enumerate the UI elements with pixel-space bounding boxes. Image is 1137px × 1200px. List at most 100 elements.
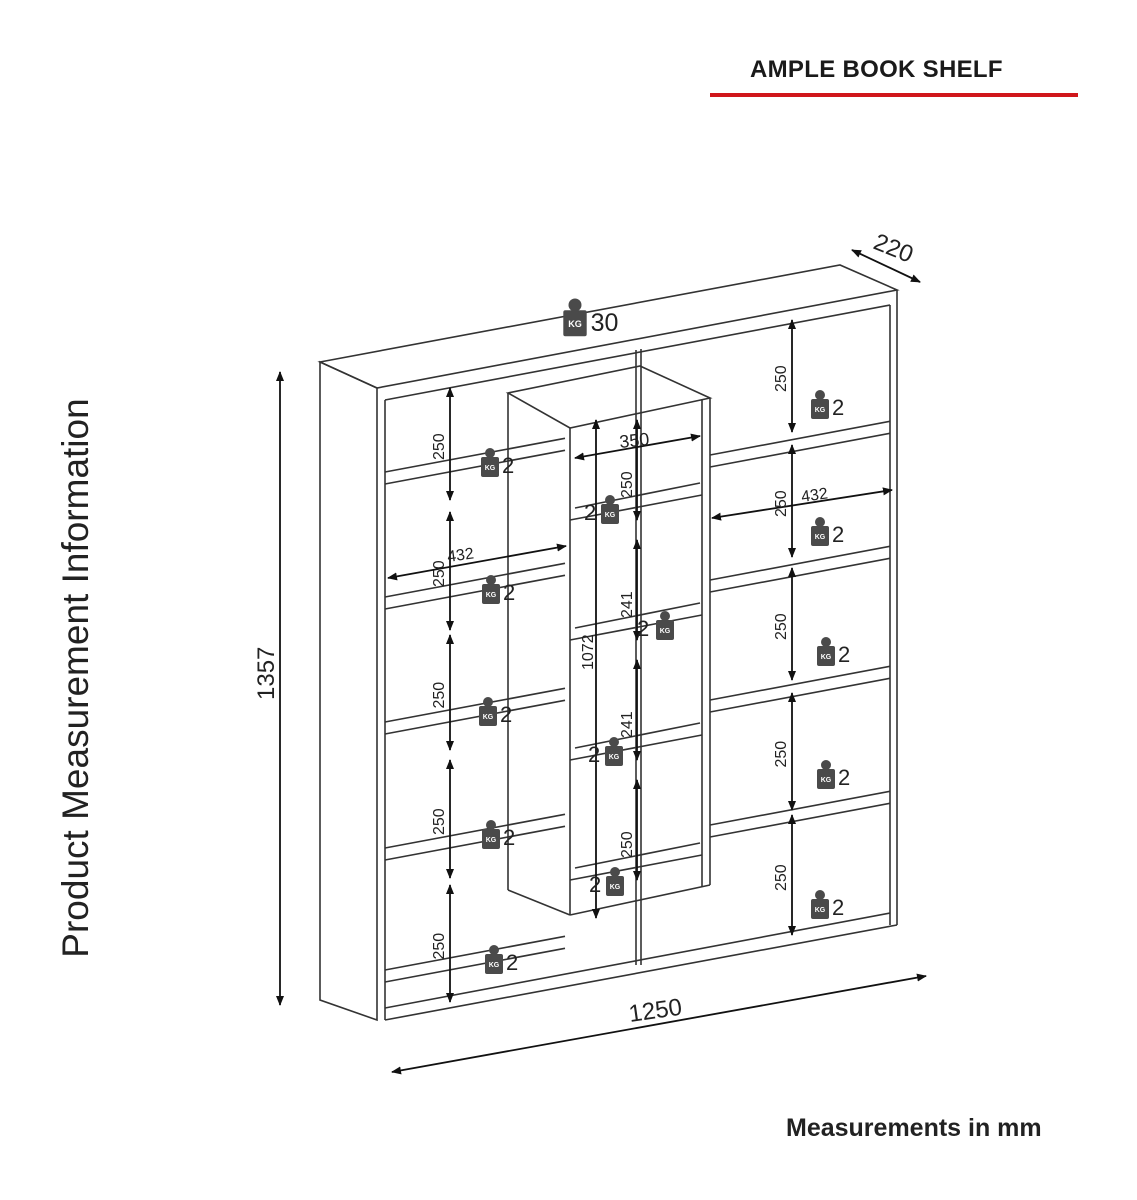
weight-value: 2	[838, 642, 850, 667]
weight-badge: KG 2	[588, 737, 623, 767]
weight-icon-label: KG	[483, 714, 494, 721]
weight-value: 2	[589, 872, 601, 897]
weight-icon	[482, 829, 500, 849]
weight-value: 2	[502, 453, 514, 478]
tower-top	[505, 365, 713, 429]
left-shelf-front	[384, 699, 566, 735]
bay-height-label: 250	[431, 682, 448, 709]
right-shelf	[709, 665, 891, 701]
weight-icon	[485, 954, 503, 974]
weight-icon	[483, 697, 493, 707]
left-bay-width-label: 432	[446, 545, 475, 566]
weight-value: 2	[637, 616, 649, 641]
weight-icon	[489, 945, 499, 955]
left-shelf-front	[384, 449, 566, 485]
weight-icon	[815, 890, 825, 900]
weight-icon	[811, 399, 829, 419]
weight-icon	[485, 448, 495, 458]
weight-icon-label: KG	[821, 777, 832, 784]
bottom-back	[384, 912, 891, 1009]
weight-icon	[817, 646, 835, 666]
weight-icon-label: KG	[568, 319, 582, 329]
center-bay-height-label: 250	[619, 831, 636, 858]
weight-badge: KG 2	[485, 945, 518, 975]
weight-badge: KG 2	[817, 637, 850, 667]
weight-icon	[479, 706, 497, 726]
bay-height-label: 250	[773, 365, 790, 392]
title-underline	[710, 93, 1078, 97]
weight-icon	[815, 517, 825, 527]
weight-icon	[660, 611, 670, 621]
weight-icon-label: KG	[815, 407, 826, 414]
weight-badge: KG 2	[811, 390, 844, 420]
weight-icon-label: KG	[605, 512, 616, 519]
right-bay-width-label: 432	[800, 485, 829, 506]
center-mid-height-label: 241	[619, 711, 636, 738]
weight-value: 2	[500, 702, 512, 727]
left-shelf	[384, 935, 566, 971]
depth-arrow	[851, 249, 921, 283]
weight-icon	[821, 760, 831, 770]
weight-icon	[609, 737, 619, 747]
bay-height-label: 250	[431, 933, 448, 960]
left-shelf-front	[384, 574, 566, 610]
height-label: 1357	[253, 647, 280, 700]
left-bay-width-arrow	[387, 543, 567, 581]
bay-height-label: 250	[773, 864, 790, 891]
bay-height-label: 250	[431, 808, 448, 835]
right-shelf-front	[709, 802, 891, 838]
weight-icon	[481, 457, 499, 477]
weight-icon	[817, 769, 835, 789]
weight-badge: KG 2	[482, 820, 515, 850]
weight-badge: KG 30	[563, 298, 619, 337]
weight-value: 2	[832, 522, 844, 547]
left-shelf	[384, 813, 566, 849]
weight-value: 2	[588, 742, 600, 767]
bay-height-label: 250	[773, 490, 790, 517]
center-mid-height-label: 241	[619, 591, 636, 618]
weight-value: 2	[503, 825, 515, 850]
weight-icon	[821, 637, 831, 647]
weight-icon-label: KG	[486, 837, 497, 844]
units-note: Measurements in mm	[786, 1114, 1042, 1142]
right-shelf	[709, 545, 891, 581]
weight-icon	[563, 310, 587, 337]
bay-height-label: 250	[431, 433, 448, 460]
weight-value: 2	[584, 500, 596, 525]
weight-icon-label: KG	[610, 884, 621, 891]
weight-icon-label: KG	[815, 534, 826, 541]
weight-icon	[606, 876, 624, 896]
right-shelf	[709, 420, 891, 456]
weight-icon	[811, 526, 829, 546]
weight-icon-label: KG	[489, 962, 500, 969]
weight-value: 2	[832, 395, 844, 420]
right-shelf-front	[709, 677, 891, 713]
weight-icon	[811, 899, 829, 919]
weight-value: 2	[838, 765, 850, 790]
weight-icon-label: KG	[660, 628, 671, 635]
left-shelf	[384, 687, 566, 723]
weight-icon-label: KG	[609, 754, 620, 761]
weight-icon-label: KG	[821, 654, 832, 661]
bay-height-label: 250	[773, 741, 790, 768]
page-title: AMPLE BOOK SHELF	[750, 56, 1003, 83]
left-side-panel	[319, 360, 378, 1022]
weight-value: 30	[591, 309, 619, 337]
width-label: 1250	[627, 994, 684, 1028]
weight-icon	[482, 584, 500, 604]
weight-icon	[601, 504, 619, 524]
center-width-label: 350	[618, 429, 650, 452]
top-board-front	[384, 304, 891, 401]
weight-icon	[486, 575, 496, 585]
weight-value: 2	[506, 950, 518, 975]
weight-icon-label: KG	[815, 907, 826, 914]
right-shelf-front	[709, 432, 891, 468]
weight-icon	[568, 298, 582, 312]
weight-icon	[486, 820, 496, 830]
